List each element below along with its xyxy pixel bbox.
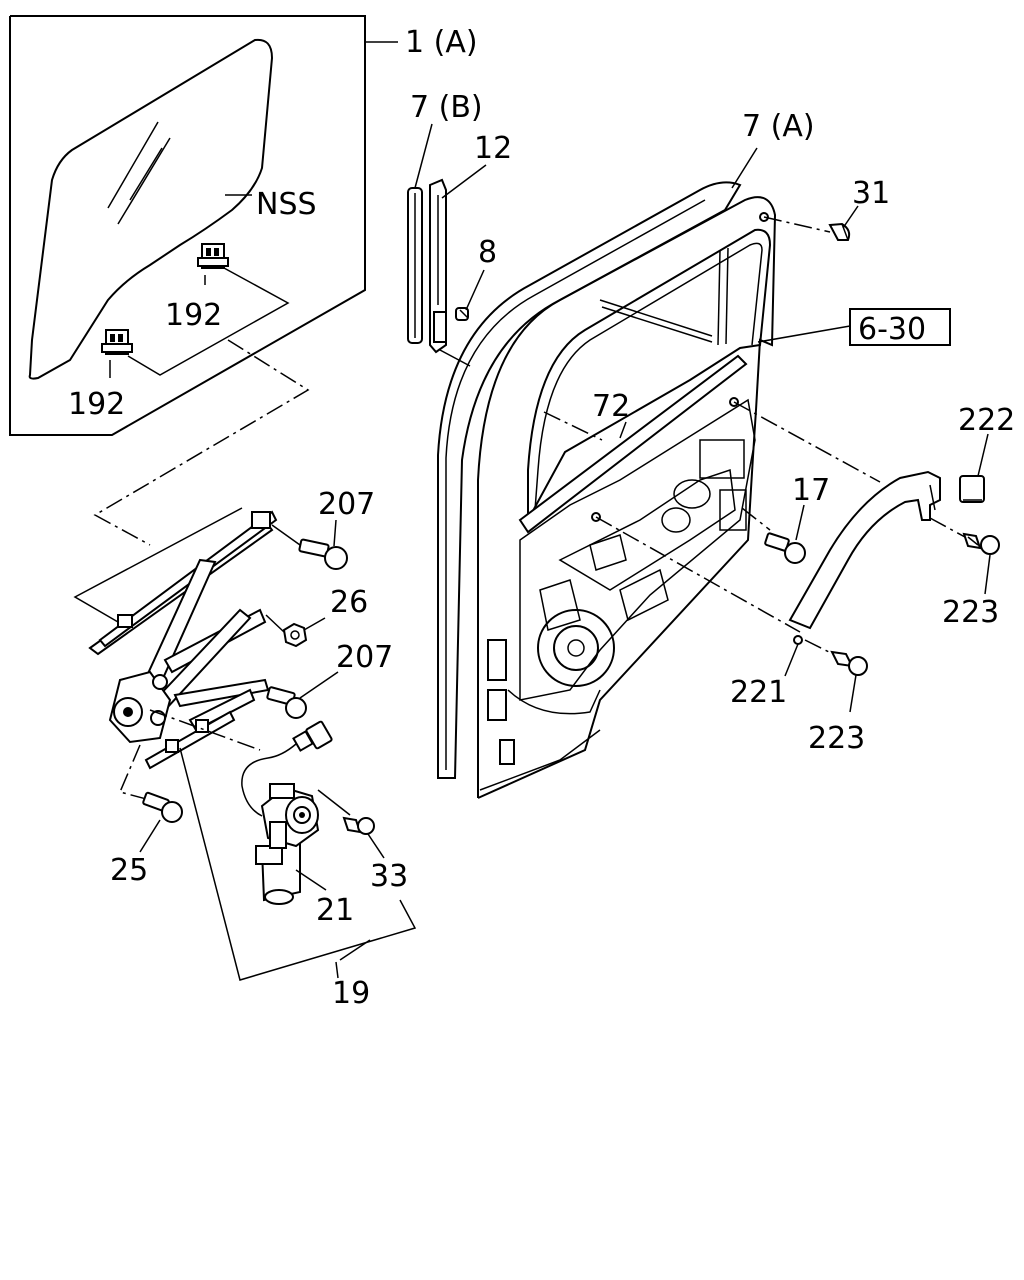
callout-guide-bolt: 8 bbox=[478, 235, 497, 270]
screw-223-right-icon bbox=[962, 532, 1000, 555]
glass-assembly-box bbox=[9, 15, 366, 436]
callout-bolt-25: 25 bbox=[110, 853, 148, 888]
door-panel-icon bbox=[477, 196, 777, 799]
screw-223-lower-icon bbox=[830, 650, 868, 676]
callout-glass-clip-upper: 192 bbox=[165, 298, 222, 333]
callout-belt-molding: 72 bbox=[592, 389, 630, 424]
callout-glass-assembly: 1 (A) bbox=[405, 25, 478, 60]
bolt-17-icon bbox=[764, 532, 806, 564]
guide-bolt-icon bbox=[455, 307, 469, 321]
bolt-207-lower-icon bbox=[266, 686, 307, 719]
callout-cap-222: 222 bbox=[958, 403, 1015, 438]
nut-26-icon bbox=[282, 622, 308, 648]
callout-nut-26: 26 bbox=[330, 585, 368, 620]
callout-screw-223-lower: 223 bbox=[808, 721, 865, 756]
glass-clip-lower-icon bbox=[101, 329, 133, 355]
connector-icon bbox=[241, 720, 333, 817]
callout-bolt-207-lower: 207 bbox=[336, 640, 393, 675]
bolt-25-icon bbox=[142, 791, 183, 823]
callout-door-seal-a: 7 (A) bbox=[742, 109, 815, 144]
callout-clip-221: 221 bbox=[730, 675, 787, 710]
callout-section-ref: 6-30 bbox=[858, 312, 926, 347]
callout-screw-33: 33 bbox=[370, 859, 408, 894]
callout-guide-rail: 12 bbox=[474, 131, 512, 166]
cap-222-icon bbox=[959, 475, 985, 503]
callout-clip-31: 31 bbox=[852, 176, 890, 211]
callout-glass-type: NSS bbox=[256, 187, 317, 222]
callout-motor-21: 21 bbox=[316, 893, 354, 928]
callout-run-channel-b: 7 (B) bbox=[410, 90, 483, 125]
callout-glass-clip-lower: 192 bbox=[68, 387, 125, 422]
callout-regulator-assembly-19: 19 bbox=[332, 976, 370, 1011]
callout-bolt-207-upper: 207 bbox=[318, 487, 375, 522]
run-channel-icon bbox=[407, 187, 423, 344]
window-regulator-icon bbox=[88, 510, 278, 770]
glass-clip-upper-icon bbox=[197, 243, 229, 269]
section-ref-box: 6-30 bbox=[849, 308, 951, 347]
regulator-motor-icon bbox=[255, 783, 320, 905]
guide-rail-icon bbox=[429, 178, 447, 354]
bolt-207-upper-icon bbox=[298, 538, 348, 570]
callout-screw-223-right: 223 bbox=[942, 595, 999, 630]
callout-bolt-17: 17 bbox=[792, 473, 830, 508]
clip-221-icon bbox=[793, 635, 803, 645]
trim-molding-icon bbox=[788, 470, 941, 630]
clip-31-icon bbox=[828, 222, 851, 241]
screw-33-icon bbox=[342, 816, 375, 835]
door-seal-icon bbox=[437, 181, 742, 779]
